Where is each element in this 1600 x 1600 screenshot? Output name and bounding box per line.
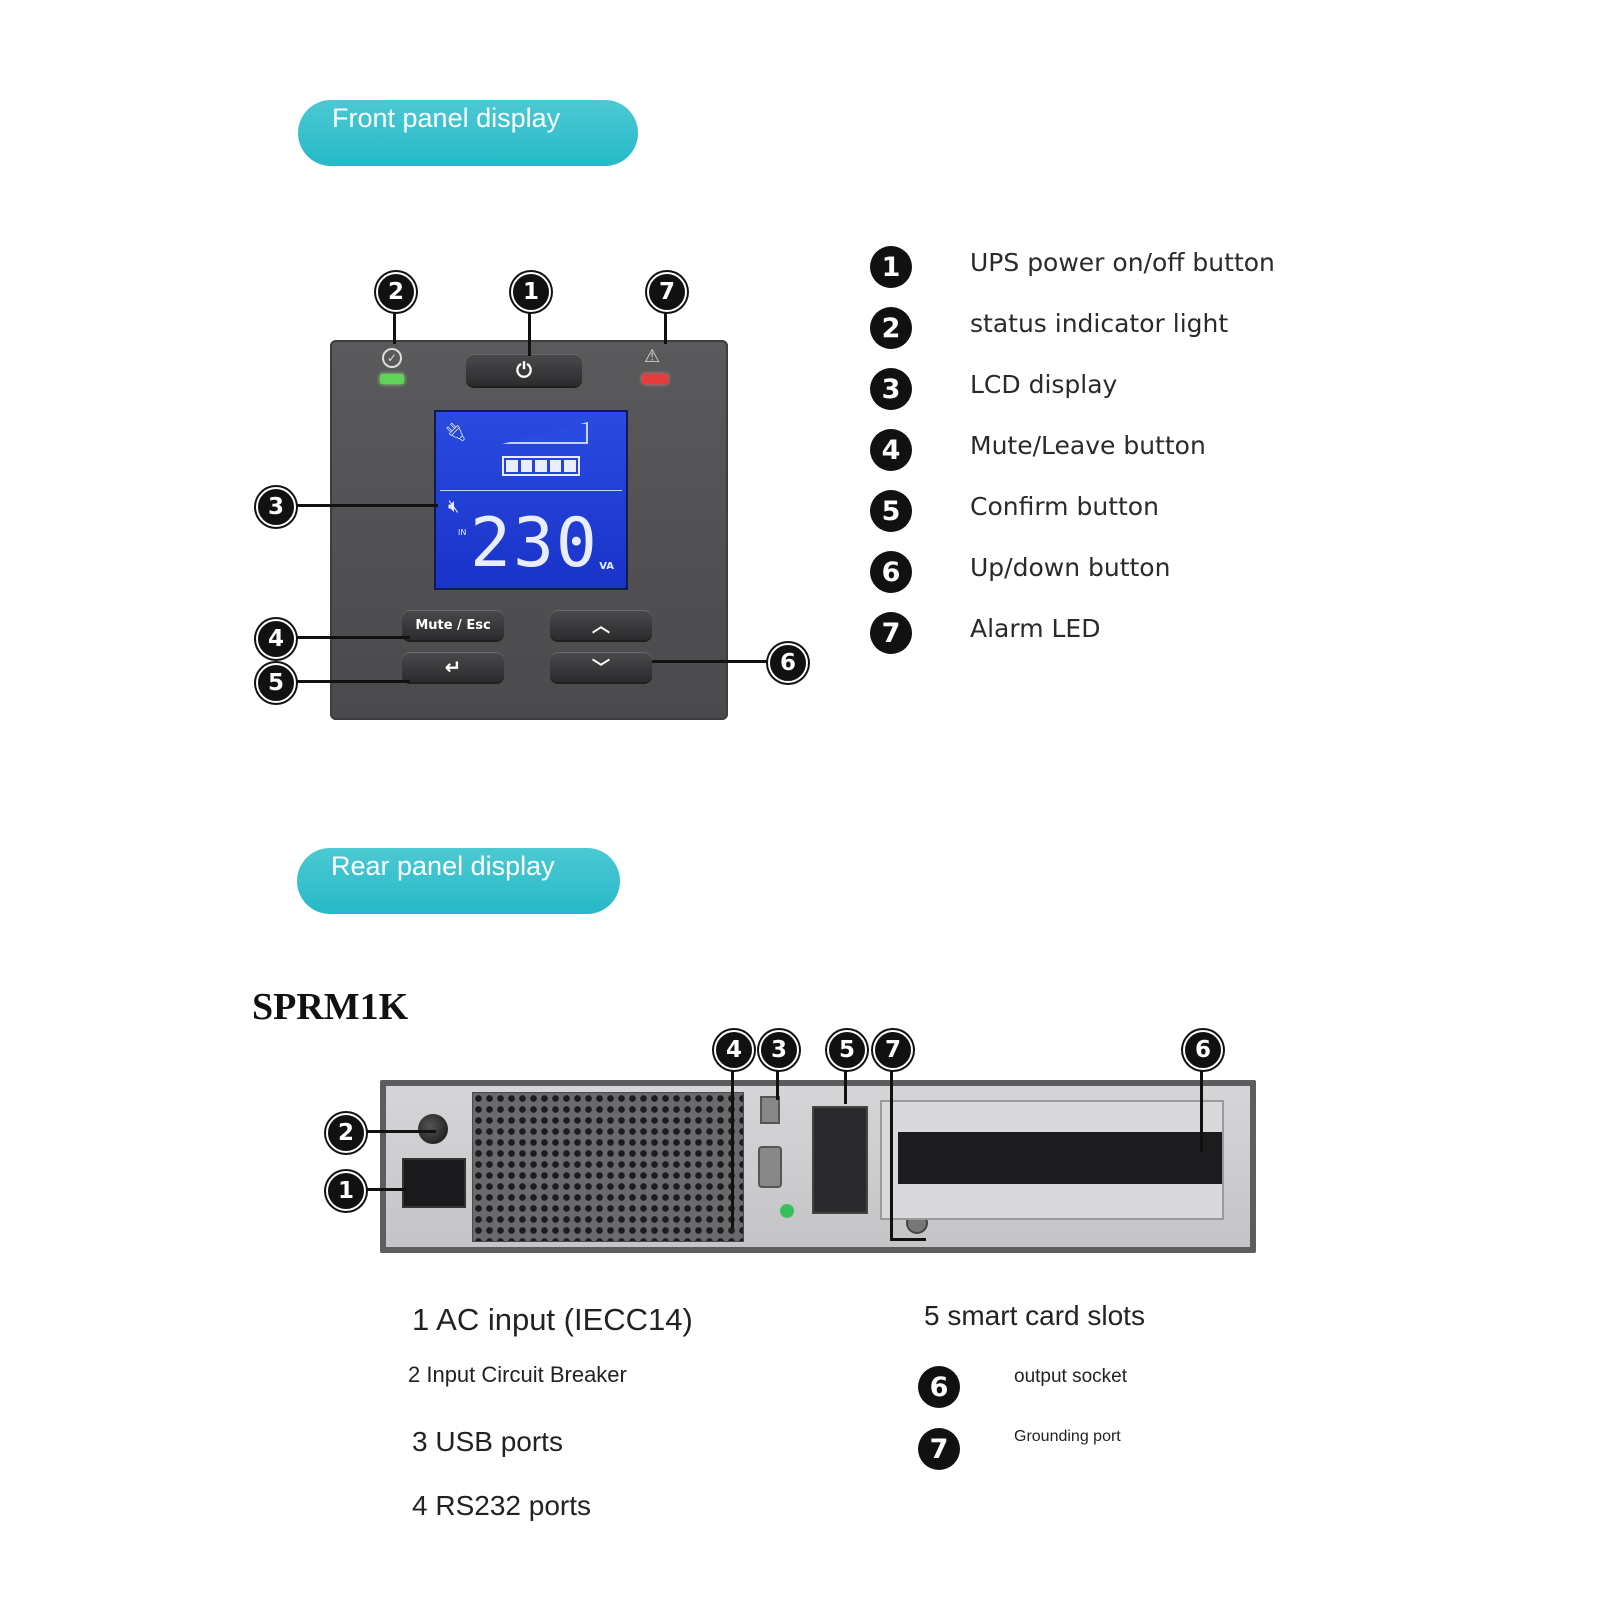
callout-6: 6 (768, 643, 808, 683)
legend-label-6: Up/down button (970, 553, 1171, 582)
leader-line (890, 1238, 926, 1241)
callout-6: 6 (1183, 1030, 1223, 1070)
battery-icon (502, 456, 580, 476)
callout-3: 3 (759, 1030, 799, 1070)
power-icon: ⏻ (516, 358, 532, 382)
legend-label-4: Mute/Leave button (970, 431, 1206, 460)
rear-panel-device (380, 1080, 1256, 1253)
legend-badge-4: 4 (870, 429, 912, 471)
legend-badge-3: 3 (870, 368, 912, 410)
leader-line (652, 660, 774, 663)
front-panel-title: Front panel display (298, 100, 638, 166)
callout-5: 5 (256, 663, 296, 703)
down-button[interactable]: ﹀ (550, 652, 652, 682)
leader-line (360, 1188, 406, 1191)
callout-3: 3 (256, 487, 296, 527)
rs232-port (758, 1146, 782, 1188)
ground-symbol-icon (780, 1204, 794, 1218)
model-title: SPRM1K (252, 986, 409, 1028)
rear-legend-badge-7: 7 (918, 1428, 960, 1470)
callout-1: 1 (326, 1171, 366, 1211)
front-panel-device: ✓ ⚠ ⏻ 🔌︎ 🔇︎ IN 230 VA Mute / Esc ︿ ↵ ﹀ (330, 340, 728, 720)
callout-5: 5 (827, 1030, 867, 1070)
rear-panel-title: Rear panel display (297, 848, 620, 914)
rear-legend-7: Grounding port (1014, 1428, 1121, 1445)
leader-line (776, 1060, 779, 1100)
rear-legend-6: output socket (1014, 1366, 1128, 1387)
rear-legend-badge-6: 6 (918, 1366, 960, 1408)
confirm-button[interactable]: ↵ (402, 652, 504, 682)
leader-line (890, 1060, 893, 1240)
callout-1: 1 (511, 272, 551, 312)
callout-7: 7 (873, 1030, 913, 1070)
lcd-in-label: IN (458, 528, 467, 537)
rear-legend-3: 3 USB ports (412, 1426, 563, 1457)
rear-legend-5: 5 smart card slots (924, 1300, 1145, 1331)
callout-4: 4 (256, 619, 296, 659)
rear-legend-4: 4 RS232 ports (412, 1490, 591, 1521)
legend-badge-7: 7 (870, 612, 912, 654)
status-check-icon: ✓ (382, 348, 402, 368)
mute-esc-button[interactable]: Mute / Esc (402, 610, 504, 640)
circuit-breaker (418, 1114, 448, 1144)
legend-badge-5: 5 (870, 490, 912, 532)
lcd-reading: 230 (470, 504, 599, 583)
leader-line (360, 1130, 436, 1133)
leader-line (528, 310, 531, 356)
legend-label-1: UPS power on/off button (970, 248, 1275, 277)
alarm-led (642, 374, 668, 384)
legend-label-2: status indicator light (970, 309, 1229, 338)
lcd-unit: VA (599, 561, 614, 572)
callout-2: 2 (326, 1113, 366, 1153)
rear-legend-2: 2 Input Circuit Breaker (408, 1362, 627, 1387)
legend-badge-1: 1 (870, 246, 912, 288)
rear-legend-1: 1 AC input (IECC14) (412, 1302, 693, 1337)
callout-4: 4 (714, 1030, 754, 1070)
plug-icon: 🔌︎ (444, 422, 467, 443)
smart-card-slot (812, 1106, 868, 1214)
leader-line (1200, 1060, 1203, 1152)
up-button[interactable]: ︿ (550, 610, 652, 640)
speaker-mute-icon: 🔇︎ (448, 496, 460, 517)
usb-port (760, 1096, 780, 1124)
legend-badge-2: 2 (870, 307, 912, 349)
load-bar-icon (502, 422, 588, 444)
leader-line (292, 504, 438, 507)
leader-line (292, 636, 410, 639)
legend-label-3: LCD display (970, 370, 1118, 399)
lcd-display: 🔌︎ 🔇︎ IN 230 VA (434, 410, 628, 590)
leader-line (731, 1060, 734, 1228)
legend-badge-6: 6 (870, 551, 912, 593)
leader-line (393, 310, 396, 344)
lcd-divider (440, 490, 622, 491)
leader-line (292, 680, 410, 683)
legend-label-5: Confirm button (970, 492, 1159, 521)
power-button[interactable]: ⏻ (466, 354, 582, 386)
callout-2: 2 (376, 272, 416, 312)
output-socket (898, 1132, 1222, 1184)
leader-line (844, 1060, 847, 1104)
legend-label-7: Alarm LED (970, 614, 1101, 643)
ac-input-socket (402, 1158, 466, 1208)
alarm-warning-icon: ⚠ (644, 346, 661, 367)
status-indicator-light (380, 374, 404, 384)
leader-line (664, 310, 667, 344)
fan-vent (472, 1092, 744, 1242)
callout-7: 7 (647, 272, 687, 312)
